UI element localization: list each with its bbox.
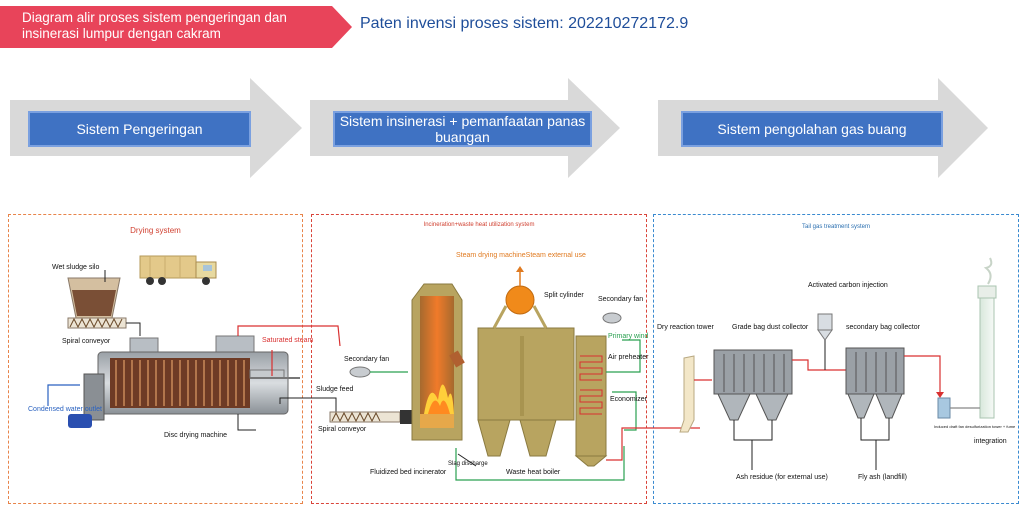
stage-box-incineration: Sistem insinerasi + pemanfaatan panas bu… xyxy=(333,111,592,147)
fluidized-bed-incinerator-icon xyxy=(411,283,465,441)
label-air-preheater: Air preheater xyxy=(608,354,649,361)
spiral-conveyor-icon xyxy=(67,317,141,336)
label-activated-carbon-injection: Activated carbon injection xyxy=(808,282,888,289)
stage-box-drying: Sistem Pengeringan xyxy=(28,111,251,147)
chimney-stack-icon xyxy=(977,257,997,419)
label-wet-sludge-silo: Wet sludge silo xyxy=(52,264,100,271)
flue-gas-line xyxy=(606,427,700,461)
truck-icon xyxy=(139,255,217,285)
secondary-fan-right-icon xyxy=(602,312,622,324)
label-disc-drying-machine: Disc drying machine xyxy=(164,432,228,439)
spiral-conveyor-2-icon xyxy=(329,410,416,424)
split-cylinder-icon xyxy=(492,266,548,329)
label-spiral-conveyor-2: Spiral conveyor xyxy=(318,426,367,433)
panel-tail-gas-system xyxy=(653,214,1019,504)
label-dry-reaction-tower: Dry reaction tower xyxy=(657,324,714,331)
panel-drying-system xyxy=(8,214,303,504)
slag-line xyxy=(455,446,625,481)
header-banner-shape xyxy=(0,6,352,48)
drying-system-title: Drying system xyxy=(130,226,181,235)
label-sludge-feed: Sludge feed xyxy=(316,386,354,393)
disc-drying-machine-icon xyxy=(68,335,300,428)
header-banner-text: Diagram alir proses sistem pengeringan d… xyxy=(22,10,287,41)
label-secondary-bag-collector: secondary bag collector xyxy=(846,324,920,331)
induced-draft-fan-icon xyxy=(937,397,951,419)
label-slag-discharge: Slag discharge xyxy=(448,461,488,467)
wet-sludge-silo-icon xyxy=(67,270,121,319)
waste-heat-boiler-icon xyxy=(477,327,608,467)
condensed-water-line xyxy=(47,384,80,406)
saturated-steam-line xyxy=(237,325,341,347)
label-economizer: Economizer xyxy=(610,396,647,403)
secondary-fan-left-icon xyxy=(349,366,408,378)
incineration-system-title: Incineration+waste heat utilization syst… xyxy=(423,222,535,228)
label-steam-use: Steam drying machineSteam external use xyxy=(456,252,586,259)
patent-number-text: Paten invensi proses sistem: 20221027217… xyxy=(360,15,689,32)
label-secondary-fan-left: Secondary fan xyxy=(344,356,390,363)
label-secondary-fan-right: Secondary fan xyxy=(598,296,644,303)
tail-gas-system-title: Tail gas treatment system xyxy=(801,224,871,230)
label-fluidized-bed-incinerator: Fluidized bed incinerator xyxy=(370,469,447,476)
label-induced-draft: Induced draft fan desulfurization tower … xyxy=(934,424,1016,429)
label-primary-wind: Primary wind xyxy=(608,333,649,340)
dry-reaction-tower-icon xyxy=(679,355,695,433)
label-waste-heat-boiler: Waste heat boiler xyxy=(506,469,561,476)
label-condensed-water-outlet: Condensed water outlet xyxy=(28,406,102,413)
secondary-bag-collector-icon xyxy=(845,347,905,419)
label-saturated-steam: Saturated steam xyxy=(262,337,314,344)
primary-wind-line xyxy=(606,339,641,373)
label-grade-bag-dust-collector: Grade bag dust collector xyxy=(732,324,809,331)
panel-incineration-system xyxy=(311,214,647,504)
label-fly-ash: Fly ash (landfill) xyxy=(858,474,908,481)
activated-carbon-injection-icon xyxy=(817,313,833,370)
label-split-cylinder: Split cylinder xyxy=(544,292,584,299)
label-ash-residue: Ash residue (for external use) xyxy=(736,474,828,481)
label-integration: integration xyxy=(974,438,1007,445)
label-spiral-conveyor: Spiral conveyor xyxy=(62,338,111,345)
stage-box-tail-gas: Sistem pengolahan gas buang xyxy=(681,111,943,147)
grade-bag-dust-collector-icon xyxy=(713,349,793,421)
